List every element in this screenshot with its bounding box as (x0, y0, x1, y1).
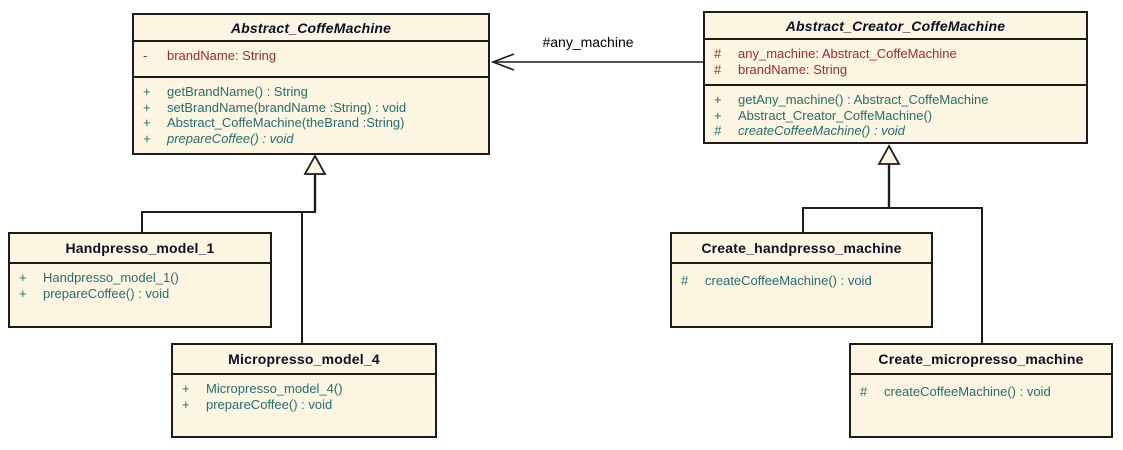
attribute-row: # any_machine: Abstract_CoffeMachine (705, 46, 1086, 62)
attribute-row: # brandName: String (705, 62, 1086, 78)
visibility-symbol: # (714, 61, 722, 77)
visibility-symbol: + (143, 130, 151, 146)
visibility-symbol: + (714, 107, 722, 123)
method-row: + prepareCoffee() : void (173, 397, 435, 413)
visibility-symbol: + (182, 381, 190, 396)
attribute-signature: brandName: String (738, 61, 848, 77)
class-box-handpresso-model-1: Handpresso_model_1 + Handpresso_model_1(… (8, 232, 272, 328)
methods-compartment: + Handpresso_model_1() + prepareCoffee()… (10, 262, 270, 326)
method-signature: Abstract_Creator_CoffeMachine() (738, 107, 933, 123)
association-any-machine (490, 53, 703, 71)
method-row: + getBrandName() : String (134, 84, 488, 100)
method-signature: Handpresso_model_1() (43, 270, 179, 285)
method-row: + Abstract_CoffeMachine(theBrand :String… (134, 115, 488, 131)
class-title: Create_micropresso_machine (878, 351, 1084, 367)
method-row: + getAny_machine() : Abstract_CoffeMachi… (705, 92, 1086, 108)
open-arrowhead-icon (490, 53, 515, 71)
generalization-left (141, 154, 327, 344)
method-row-abstract: + prepareCoffee() : void (134, 131, 488, 147)
class-title: Abstract_Creator_CoffeMachine (785, 17, 1006, 34)
method-signature: Abstract_CoffeMachine(theBrand :String) (167, 115, 405, 130)
association-label: #any_machine (542, 34, 634, 50)
method-signature: Micropresso_model_4() (206, 381, 343, 396)
method-signature: getBrandName() : String (167, 84, 308, 99)
visibility-symbol: + (19, 270, 27, 285)
methods-compartment: # createCoffeeMachine() : void (672, 262, 931, 326)
visibility-symbol: - (143, 48, 148, 63)
class-title: Create_handpresso_machine (701, 240, 902, 256)
class-box-abstract-coffemachine: Abstract_CoffeMachine - brandName: Strin… (132, 13, 490, 155)
class-box-abstract-creator-coffemachine: Abstract_Creator_CoffeMachine # any_mach… (703, 11, 1088, 144)
visibility-symbol: + (19, 285, 27, 301)
methods-compartment: + getBrandName() : String + setBrandName… (134, 76, 488, 153)
class-box-create-micropresso-machine: Create_micropresso_machine # createCoffe… (849, 343, 1113, 438)
inheritance-triangle-icon (877, 144, 901, 165)
visibility-symbol: + (714, 92, 722, 107)
visibility-symbol: # (860, 384, 868, 399)
method-row: + Handpresso_model_1() (10, 270, 270, 286)
method-signature: prepareCoffee() : void (43, 285, 170, 301)
visibility-symbol: # (714, 46, 722, 61)
method-row: + setBrandName(brandName :String) : void (134, 100, 488, 116)
attributes-compartment: # any_machine: Abstract_CoffeMachine # b… (705, 38, 1086, 84)
method-row: # createCoffeeMachine() : void (672, 273, 931, 289)
visibility-symbol: + (143, 115, 151, 130)
visibility-symbol: # (681, 273, 689, 288)
method-signature: prepareCoffee() : void (167, 130, 294, 146)
method-signature: createCoffeeMachine() : void (884, 384, 1051, 399)
method-signature: setBrandName(brandName :String) : void (167, 99, 407, 115)
class-title: Abstract_CoffeMachine (230, 19, 392, 36)
attributes-compartment: - brandName: String (134, 40, 488, 76)
class-box-micropresso-model-4: Micropresso_model_4 + Micropresso_model_… (171, 343, 437, 438)
method-row: # createCoffeeMachine() : void (851, 384, 1111, 400)
visibility-symbol: + (143, 99, 151, 115)
attribute-signature: brandName: String (167, 48, 277, 63)
method-signature: createCoffeeMachine() : void (738, 123, 905, 138)
method-row: + prepareCoffee() : void (10, 286, 270, 302)
inheritance-triangle-icon (303, 154, 327, 175)
class-title: Micropresso_model_4 (228, 351, 380, 367)
method-row-abstract: # createCoffeeMachine() : void (705, 123, 1086, 139)
methods-compartment: + getAny_machine() : Abstract_CoffeMachi… (705, 84, 1086, 142)
attribute-row: - brandName: String (134, 48, 488, 64)
methods-compartment: + Micropresso_model_4() + prepareCoffee(… (173, 373, 435, 436)
attribute-signature: any_machine: Abstract_CoffeMachine (738, 46, 957, 61)
method-signature: prepareCoffee() : void (206, 396, 333, 412)
method-signature: createCoffeeMachine() : void (705, 273, 872, 288)
class-box-create-handpresso-machine: Create_handpresso_machine # createCoffee… (670, 232, 933, 328)
generalization-right (802, 144, 983, 344)
visibility-symbol: + (182, 396, 190, 412)
method-row: + Abstract_Creator_CoffeMachine() (705, 108, 1086, 124)
method-row: + Micropresso_model_4() (173, 381, 435, 397)
class-title: Handpresso_model_1 (65, 240, 215, 256)
method-signature: getAny_machine() : Abstract_CoffeMachine (738, 92, 989, 107)
visibility-symbol: # (714, 123, 722, 138)
visibility-symbol: + (143, 84, 151, 99)
methods-compartment: # createCoffeeMachine() : void (851, 373, 1111, 436)
